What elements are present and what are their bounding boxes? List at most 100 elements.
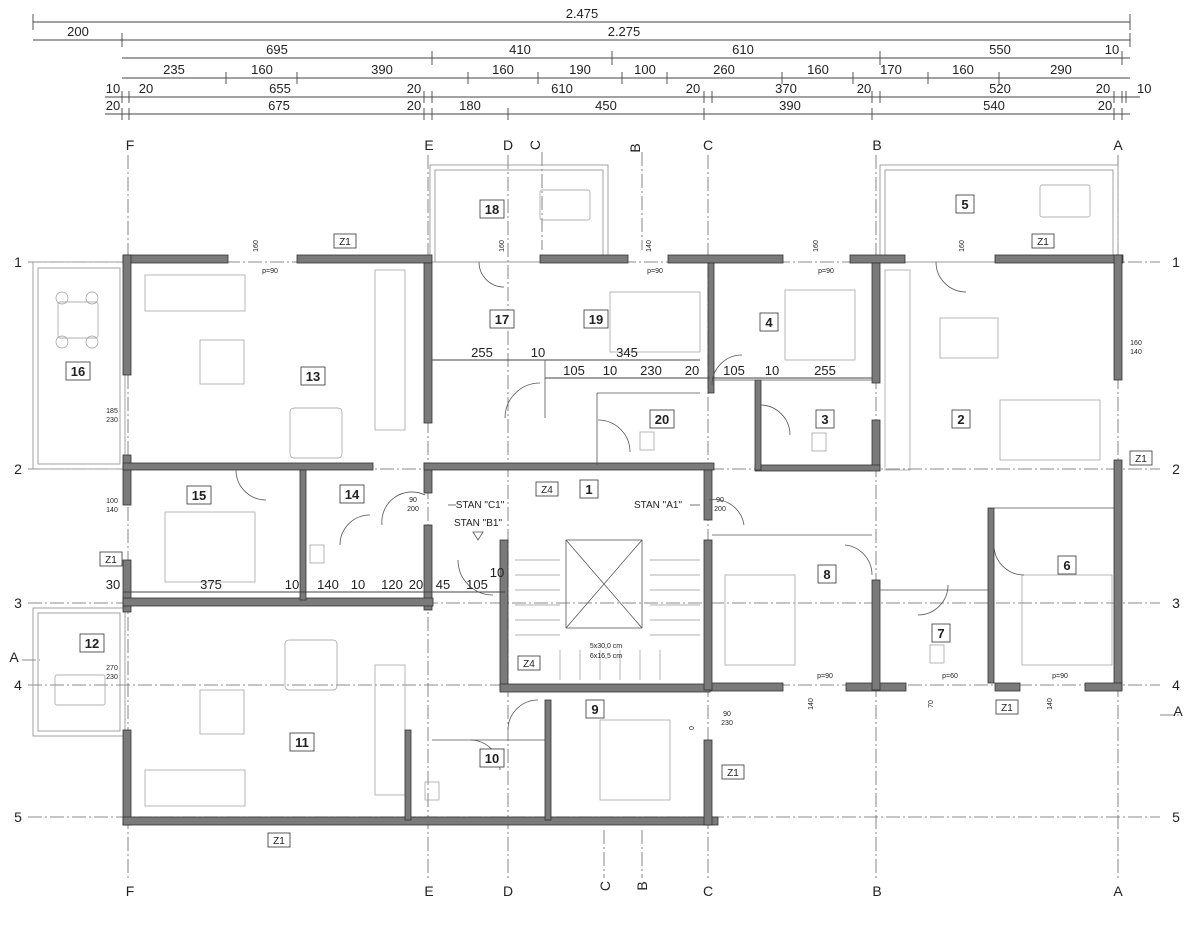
svg-text:15: 15 xyxy=(192,488,206,503)
dim-235: 235 xyxy=(163,62,185,77)
dim-655: 655 xyxy=(269,81,291,96)
axis-4-left: 4 xyxy=(14,677,22,693)
axis-3-right: 3 xyxy=(1172,595,1180,611)
svg-text:120: 120 xyxy=(381,577,403,592)
svg-text:p=90: p=90 xyxy=(818,268,834,275)
dimension-chains: 2.475 200 2.275 695 410 610 550 10 235 1… xyxy=(32,6,1151,120)
axis-4-right: 4 xyxy=(1172,677,1180,693)
room-2: 2 xyxy=(951,409,971,429)
svg-text:160: 160 xyxy=(253,240,260,252)
axis-2-left: 2 xyxy=(14,461,22,477)
svg-text:160: 160 xyxy=(1130,340,1142,347)
svg-text:9: 9 xyxy=(591,702,598,717)
svg-text:2: 2 xyxy=(957,412,964,427)
axis-1-right: 1 xyxy=(1172,254,1180,270)
tag-z1: Z1 xyxy=(273,836,285,847)
svg-text:100: 100 xyxy=(106,498,118,505)
dim-550: 550 xyxy=(989,42,1011,57)
axis-e-top: E xyxy=(424,137,433,153)
room-11: 11 xyxy=(289,732,315,752)
svg-text:230: 230 xyxy=(721,720,733,727)
room-12: 12 xyxy=(79,633,105,653)
axis-5-left: 5 xyxy=(14,809,22,825)
section-c-top: C xyxy=(527,140,543,150)
svg-text:140: 140 xyxy=(317,577,339,592)
dim-10-r: 10 xyxy=(1105,42,1119,57)
svg-text:30: 30 xyxy=(106,577,120,592)
svg-text:20: 20 xyxy=(685,363,699,378)
svg-text:375: 375 xyxy=(200,577,222,592)
axis-a-top: A xyxy=(1113,137,1123,153)
room-1: 1 xyxy=(579,479,599,499)
svg-text:18: 18 xyxy=(485,202,499,217)
tag-z1: Z1 xyxy=(1001,703,1013,714)
room-14: 14 xyxy=(339,484,365,504)
svg-text:20: 20 xyxy=(409,577,423,592)
section-b-bottom: B xyxy=(634,881,650,890)
dim-20-e: 20 xyxy=(1096,81,1110,96)
svg-text:10: 10 xyxy=(531,345,545,360)
svg-text:140: 140 xyxy=(808,698,815,710)
svg-text:140: 140 xyxy=(646,240,653,252)
dim-170: 170 xyxy=(880,62,902,77)
svg-text:5: 5 xyxy=(961,197,968,212)
svg-text:160: 160 xyxy=(959,240,966,252)
apartment-b1-label: STAN "B1" xyxy=(454,518,502,529)
dim-610: 610 xyxy=(732,42,754,57)
apartment-a1-label: STAN "A1" xyxy=(634,500,682,511)
dim-390-b: 390 xyxy=(779,98,801,113)
svg-text:10: 10 xyxy=(603,363,617,378)
svg-text:140: 140 xyxy=(1130,349,1142,356)
svg-text:4: 4 xyxy=(765,315,773,330)
axis-5-right: 5 xyxy=(1172,809,1180,825)
svg-text:10: 10 xyxy=(351,577,365,592)
room-8: 8 xyxy=(817,564,837,584)
tag-z1: Z1 xyxy=(105,555,117,566)
section-b-top: B xyxy=(627,143,643,152)
stair-core: 5x30,0 cm 6x16,5 cm xyxy=(515,539,700,680)
svg-text:10: 10 xyxy=(485,751,499,766)
axis-a-bottom: A xyxy=(1113,883,1123,899)
door-swings xyxy=(235,261,1025,771)
room-6: 6 xyxy=(1057,555,1077,575)
svg-text:105: 105 xyxy=(466,577,488,592)
furniture xyxy=(54,184,1113,807)
sill-labels: p=90 p=90 p=90 p=90 p=90 p=60 xyxy=(262,268,1068,680)
dim-10-l: 10 xyxy=(106,81,120,96)
svg-text:230: 230 xyxy=(106,417,118,424)
dim-20-d: 20 xyxy=(857,81,871,96)
axis-b-top: B xyxy=(872,137,881,153)
svg-text:90: 90 xyxy=(723,711,731,718)
dim-260: 260 xyxy=(713,62,735,77)
axis-e-bottom: E xyxy=(424,883,433,899)
svg-text:17: 17 xyxy=(495,312,509,327)
dim-100: 100 xyxy=(634,62,656,77)
svg-text:16: 16 xyxy=(71,364,85,379)
tag-z1: Z1 xyxy=(727,768,739,779)
svg-text:160: 160 xyxy=(499,240,506,252)
stairs-label-2: 6x16,5 cm xyxy=(590,653,622,660)
room-7: 7 xyxy=(931,623,951,643)
dim-410: 410 xyxy=(509,42,531,57)
axis-b-bottom: B xyxy=(872,883,881,899)
svg-text:185: 185 xyxy=(106,408,118,415)
room-15: 15 xyxy=(186,485,212,505)
svg-text:345: 345 xyxy=(616,345,638,360)
axis-2-right: 2 xyxy=(1172,461,1180,477)
svg-text:8: 8 xyxy=(823,567,830,582)
dim-20-h: 20 xyxy=(1098,98,1112,113)
section-a-right: A xyxy=(1173,703,1183,719)
dim-20-g: 20 xyxy=(407,98,421,113)
svg-text:255: 255 xyxy=(814,363,836,378)
svg-text:6: 6 xyxy=(1063,558,1070,573)
axis-f-bottom: F xyxy=(126,883,135,899)
dim-20-f: 20 xyxy=(106,98,120,113)
axis-3-left: 3 xyxy=(14,595,22,611)
row-labels: 1 2 3 4 5 1 2 3 4 5 xyxy=(14,254,1180,825)
dim-200: 200 xyxy=(67,24,89,39)
svg-text:p=60: p=60 xyxy=(942,673,958,680)
tag-z1: Z1 xyxy=(1037,237,1049,248)
axis-c-bottom: C xyxy=(703,883,713,899)
svg-text:p=90: p=90 xyxy=(647,268,663,275)
apartment-c1-label: STAN "C1" xyxy=(456,500,505,511)
